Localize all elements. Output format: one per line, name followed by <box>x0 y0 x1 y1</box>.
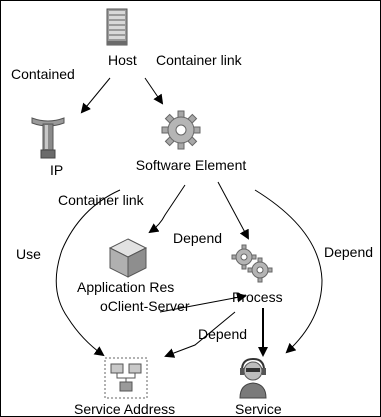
edge-container-link-mid[interactable] <box>148 184 186 234</box>
edge-label-container-link-top: Container link <box>156 52 242 68</box>
server-icon[interactable] <box>105 8 129 46</box>
edge-label-contained: Contained <box>11 66 75 82</box>
node-label-host[interactable]: Host <box>108 52 137 68</box>
cube-icon[interactable] <box>106 236 150 280</box>
edge-client-server[interactable] <box>159 292 247 313</box>
edge-label-use: Use <box>16 246 41 262</box>
edge-depend-right[interactable] <box>254 189 323 354</box>
node-label-application-resource[interactable]: Application Res <box>77 279 175 295</box>
edge-label-depend-right: Depend <box>324 244 374 260</box>
node-label-service[interactable]: Service <box>235 401 282 417</box>
edge-label-container-link-mid: Container link <box>58 192 144 208</box>
edge-label-depend-process: Depend <box>173 230 223 246</box>
edge-use[interactable] <box>55 189 121 357</box>
pipe-valve-icon[interactable] <box>29 112 67 160</box>
edge-label-depend-bottom: Depend <box>198 326 248 342</box>
edge-depend-process[interactable] <box>217 181 249 240</box>
edge-label-client-server: oClient-Server <box>100 298 190 314</box>
node-label-software-element[interactable]: Software Element <box>135 157 247 173</box>
edge-depend-bottom[interactable] <box>164 311 236 358</box>
network-address-icon[interactable] <box>103 356 149 400</box>
edge-container-link-top[interactable] <box>144 77 164 105</box>
service-person-icon[interactable] <box>232 356 274 400</box>
node-label-ip[interactable]: IP <box>50 162 64 178</box>
gears-icon[interactable] <box>230 244 274 284</box>
node-label-service-address[interactable]: Service Address <box>74 401 176 417</box>
edge-contained[interactable] <box>80 77 111 114</box>
node-label-process[interactable]: Process <box>232 289 283 305</box>
gear-icon[interactable] <box>158 108 204 152</box>
